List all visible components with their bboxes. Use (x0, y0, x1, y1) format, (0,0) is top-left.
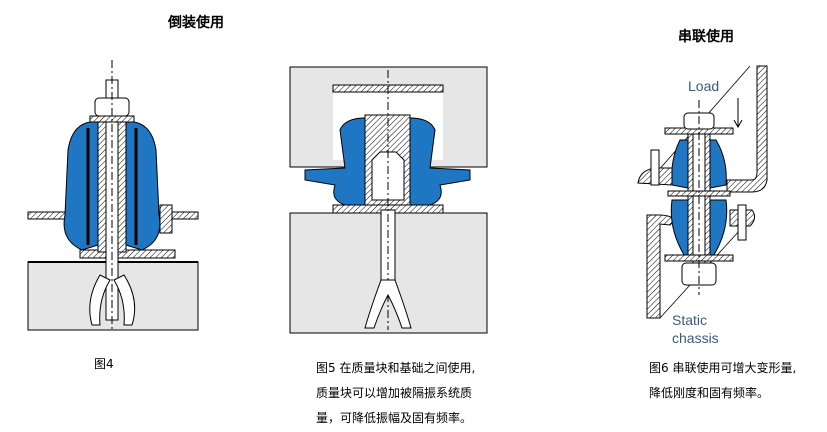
rubber-left (63, 121, 99, 251)
fig4-title: 倒装使用 (168, 15, 224, 31)
fig6-caption-line: 降低刚度和固有频率。 (649, 386, 770, 400)
fig4-caption: 图4 (94, 357, 114, 371)
rubber-right (125, 121, 161, 251)
fig5-caption-line: 图5 在质量块和基础之间使用, (316, 361, 476, 375)
load-label: Load (688, 78, 719, 94)
fig6-caption-line: 图6 串联使用可增大变形量, (649, 361, 797, 375)
fig6-caption: 图6 串联使用可增大变形量, 降低刚度和固有频率。 (649, 356, 796, 406)
chassis-label-2: chassis (672, 330, 719, 346)
chassis-label-1: Static (672, 312, 707, 328)
fig4-diagram (27, 60, 199, 331)
fig5-diagram (289, 66, 488, 334)
fig5-caption-line: 质量块可以增加被隔振系统质 (316, 386, 473, 400)
fig5-caption-line: 量，可降低振幅及固有频率。 (316, 411, 473, 425)
fig6-diagram: Load Static chassis (637, 65, 768, 346)
fig5-caption: 图5 在质量块和基础之间使用, 质量块可以增加被隔振系统质 量，可降低振幅及固有… (316, 356, 475, 431)
fig6-title: 串联使用 (678, 29, 734, 45)
